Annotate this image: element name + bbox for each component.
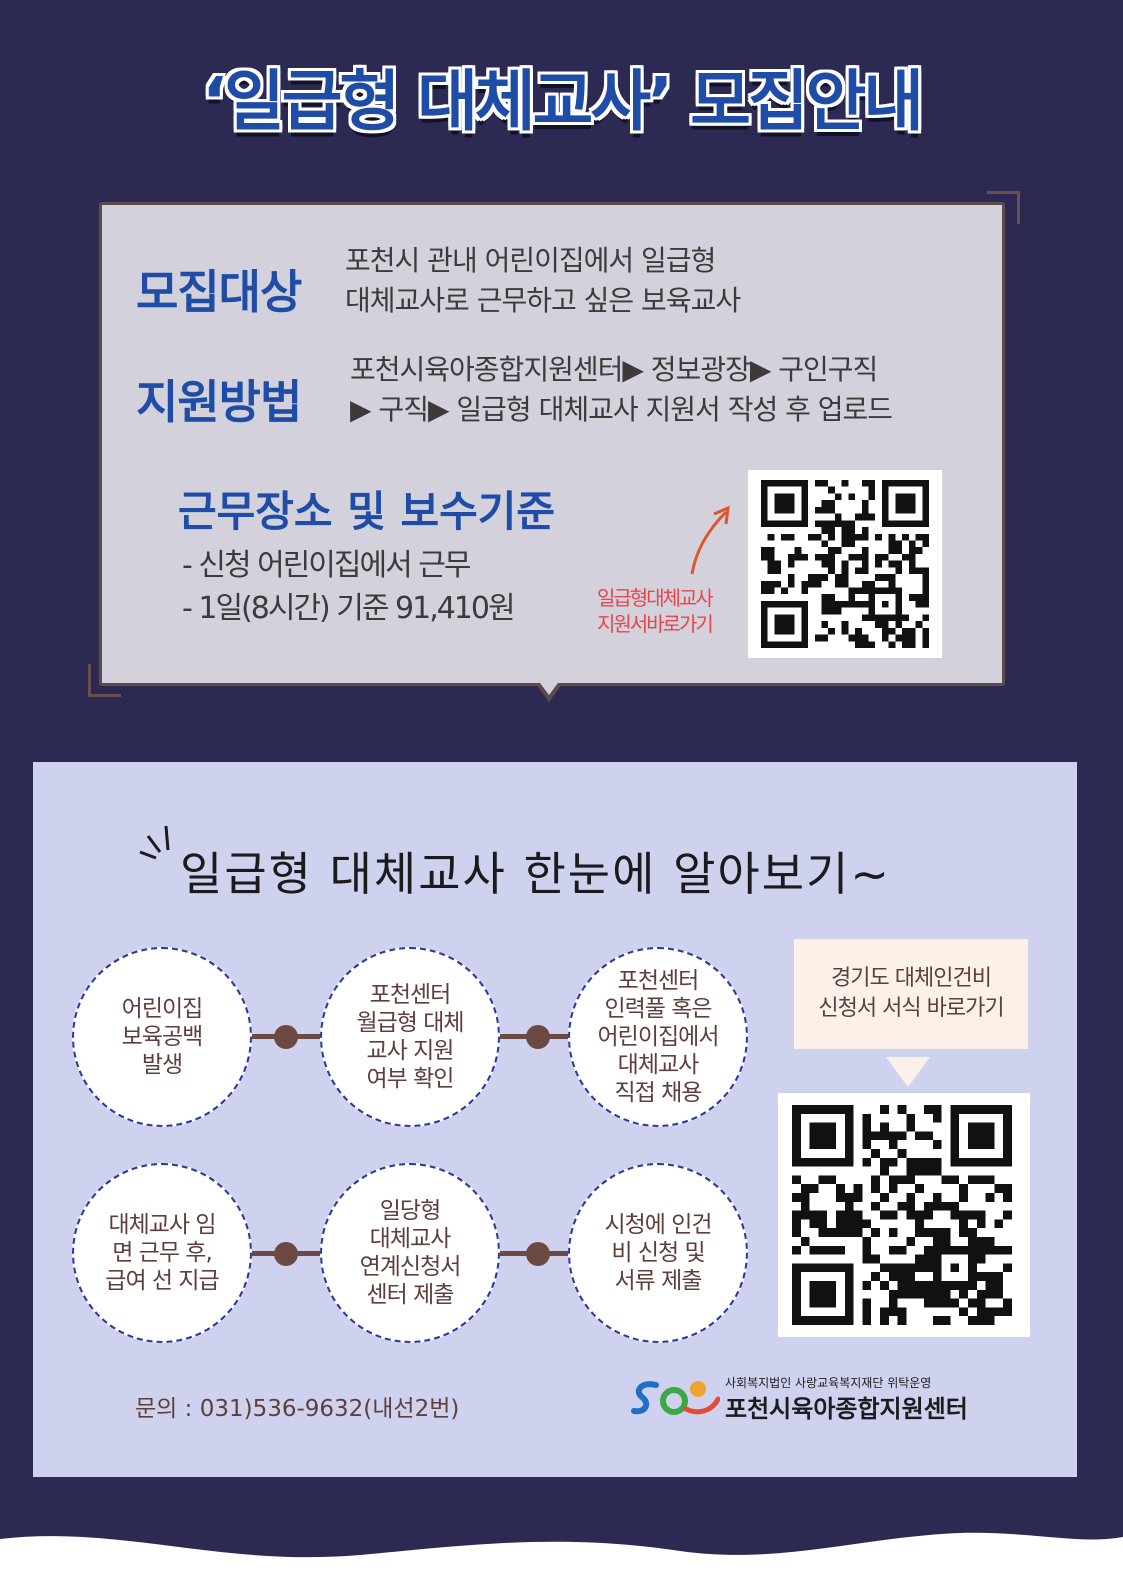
pay-title: 근무장소 및 보수기준 <box>178 487 556 536</box>
step-text: 포천센터 인력풀 혹은 어린이집에서 대체교사 직접 채용 <box>597 968 720 1106</box>
step-text: 어린이집 보육공백 발생 <box>121 996 204 1078</box>
qr-note-line-1: 일급형대체교사 <box>597 586 714 610</box>
bottom-wave-decoration <box>0 1532 1123 1587</box>
step-circle: 어린이집 보육공백 발생 <box>72 947 252 1127</box>
speech-pointer-inner <box>540 683 558 695</box>
qr-code-icon <box>792 1105 1012 1325</box>
sparkle-icon <box>139 825 170 860</box>
org-subtitle: 사회복지법인 사랑교육복지재단 위탁운영 <box>725 1376 932 1390</box>
box-corner-decoration <box>88 664 121 697</box>
pay-line-2: - 1일(8시간) 기준 91,410원 <box>182 591 516 626</box>
center-logo-icon <box>631 1381 720 1415</box>
step-circle: 포천센터 월급형 대체 교사 지원 여부 확인 <box>320 947 500 1127</box>
step-circle: 대체교사 임 면 근무 후, 급여 선 지급 <box>72 1163 252 1343</box>
target-line-2: 대체교사로 근무하고 싶은 보육교사 <box>345 284 741 317</box>
step-circle: 포천센터 인력풀 혹은 어린이집에서 대체교사 직접 채용 <box>568 947 748 1127</box>
step-text: 시청에 인건 비 신청 및 서류 제출 <box>604 1212 712 1294</box>
step-circle: 일당형 대체교사 연계신청서 센터 제출 <box>320 1163 500 1343</box>
box-corner-decoration <box>987 191 1020 224</box>
connector-dot <box>274 1025 298 1049</box>
apply-label: 지원방법 <box>136 375 302 429</box>
connector-dot <box>274 1242 298 1266</box>
qr-note-line-2: 지원서바로가기 <box>597 612 714 636</box>
step-text: 일당형 대체교사 연계신청서 센터 제출 <box>359 1198 462 1308</box>
callout-text: 경기도 대체인건비 신청서 서식 바로가기 <box>818 966 1004 1021</box>
target-label: 모집대상 <box>136 265 302 319</box>
step-circle: 시청에 인건 비 신청 및 서류 제출 <box>568 1163 748 1343</box>
qr-code-icon <box>761 480 929 648</box>
subsidy-form-qr-code[interactable] <box>778 1093 1030 1337</box>
pay-line-1: - 신청 어린이집에서 근무 <box>182 548 471 583</box>
guide-title: 일급형 대체교사 한눈에 알아보기~ <box>180 847 891 901</box>
connector-dot <box>526 1242 550 1266</box>
apply-line-1: 포천시육아종합지원센터▶ 정보광장▶ 구인구직 <box>350 353 878 386</box>
form-link-callout[interactable]: 경기도 대체인건비 신청서 서식 바로가기 <box>794 939 1028 1049</box>
step-text: 대체교사 임 면 근무 후, 급여 선 지급 <box>105 1212 219 1294</box>
contact-info: 문의 : 031)536-9632(내선2번) <box>135 1396 460 1422</box>
application-qr-code[interactable] <box>748 470 942 658</box>
arrow-up-icon <box>690 505 730 575</box>
apply-line-2: ▶ 구직▶ 일급형 대체교사 지원서 작성 후 업로드 <box>350 393 893 426</box>
page-title: ‘일급형 대체교사’ 모집안내 <box>201 63 924 140</box>
org-name: 포천시육아종합지원센터 <box>725 1395 968 1423</box>
arrow-down-icon <box>886 1057 930 1087</box>
connector-dot <box>526 1025 550 1049</box>
target-line-1: 포천시 관내 어린이집에서 일급형 <box>345 244 716 277</box>
step-text: 포천센터 월급형 대체 교사 지원 여부 확인 <box>356 982 464 1092</box>
